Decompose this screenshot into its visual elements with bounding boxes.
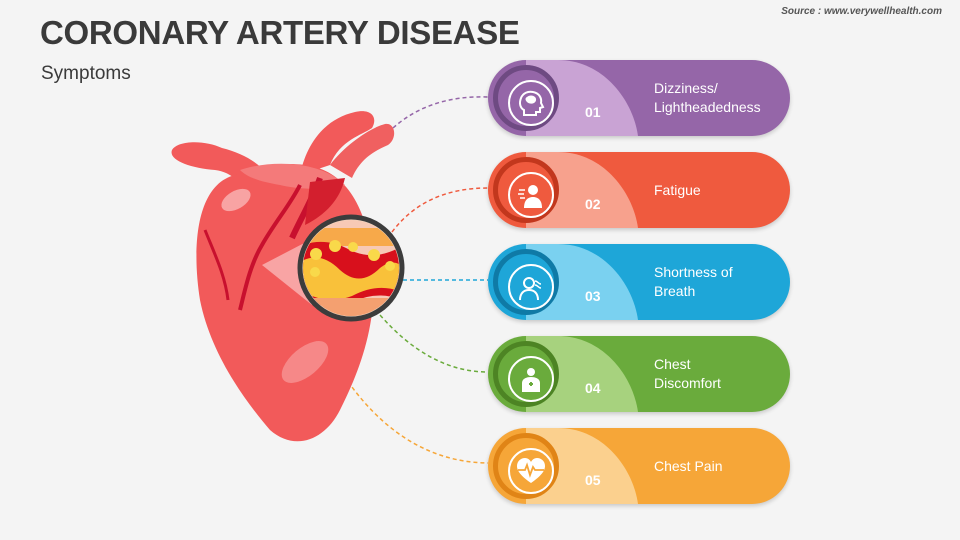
symptom-card-04: 04 Chest Discomfort (488, 336, 790, 412)
card-accent-wedge (526, 60, 638, 136)
connector-04 (379, 314, 489, 373)
symptom-number: 05 (585, 472, 601, 488)
symptom-number: 04 (585, 380, 601, 396)
symptom-number: 03 (585, 288, 601, 304)
symptom-label: Shortness of Breath (654, 264, 733, 299)
icon-badge (493, 249, 559, 315)
symptom-number: 02 (585, 196, 601, 212)
connector-05 (339, 369, 489, 464)
symptom-label: Dizziness/ Lightheadedness (654, 80, 761, 115)
icon-badge (493, 157, 559, 223)
symptom-card-02: 02 Fatigue (488, 152, 790, 228)
page-title: CORONARY ARTERY DISEASE (40, 14, 520, 51)
chest-person-icon (508, 356, 554, 402)
symptom-label: Chest Discomfort (654, 356, 721, 391)
card-accent-wedge (526, 152, 638, 228)
symptom-label: Chest Pain (654, 457, 723, 474)
tired-person-icon (508, 172, 554, 218)
card-accent-wedge (526, 336, 638, 412)
page-subtitle: Symptoms (41, 63, 131, 84)
connector-02 (391, 187, 489, 233)
breathing-person-icon (508, 264, 554, 310)
connector-01 (392, 96, 489, 129)
card-accent-wedge (526, 428, 638, 504)
symptom-card-03: 03 Shortness of Breath (488, 244, 790, 320)
icon-badge (493, 65, 559, 131)
heartbeat-icon (508, 448, 554, 494)
source-credit: Source : www.verywellhealth.com (781, 6, 942, 17)
symptom-number: 01 (585, 104, 601, 120)
symptom-card-01: 01 Dizziness/ Lightheadedness (488, 60, 790, 136)
symptom-label: Fatigue (654, 181, 701, 198)
icon-badge (493, 341, 559, 407)
brain-head-icon (508, 80, 554, 126)
symptom-card-05: 05 Chest Pain (488, 428, 790, 504)
icon-badge (493, 433, 559, 499)
card-accent-wedge (526, 244, 638, 320)
